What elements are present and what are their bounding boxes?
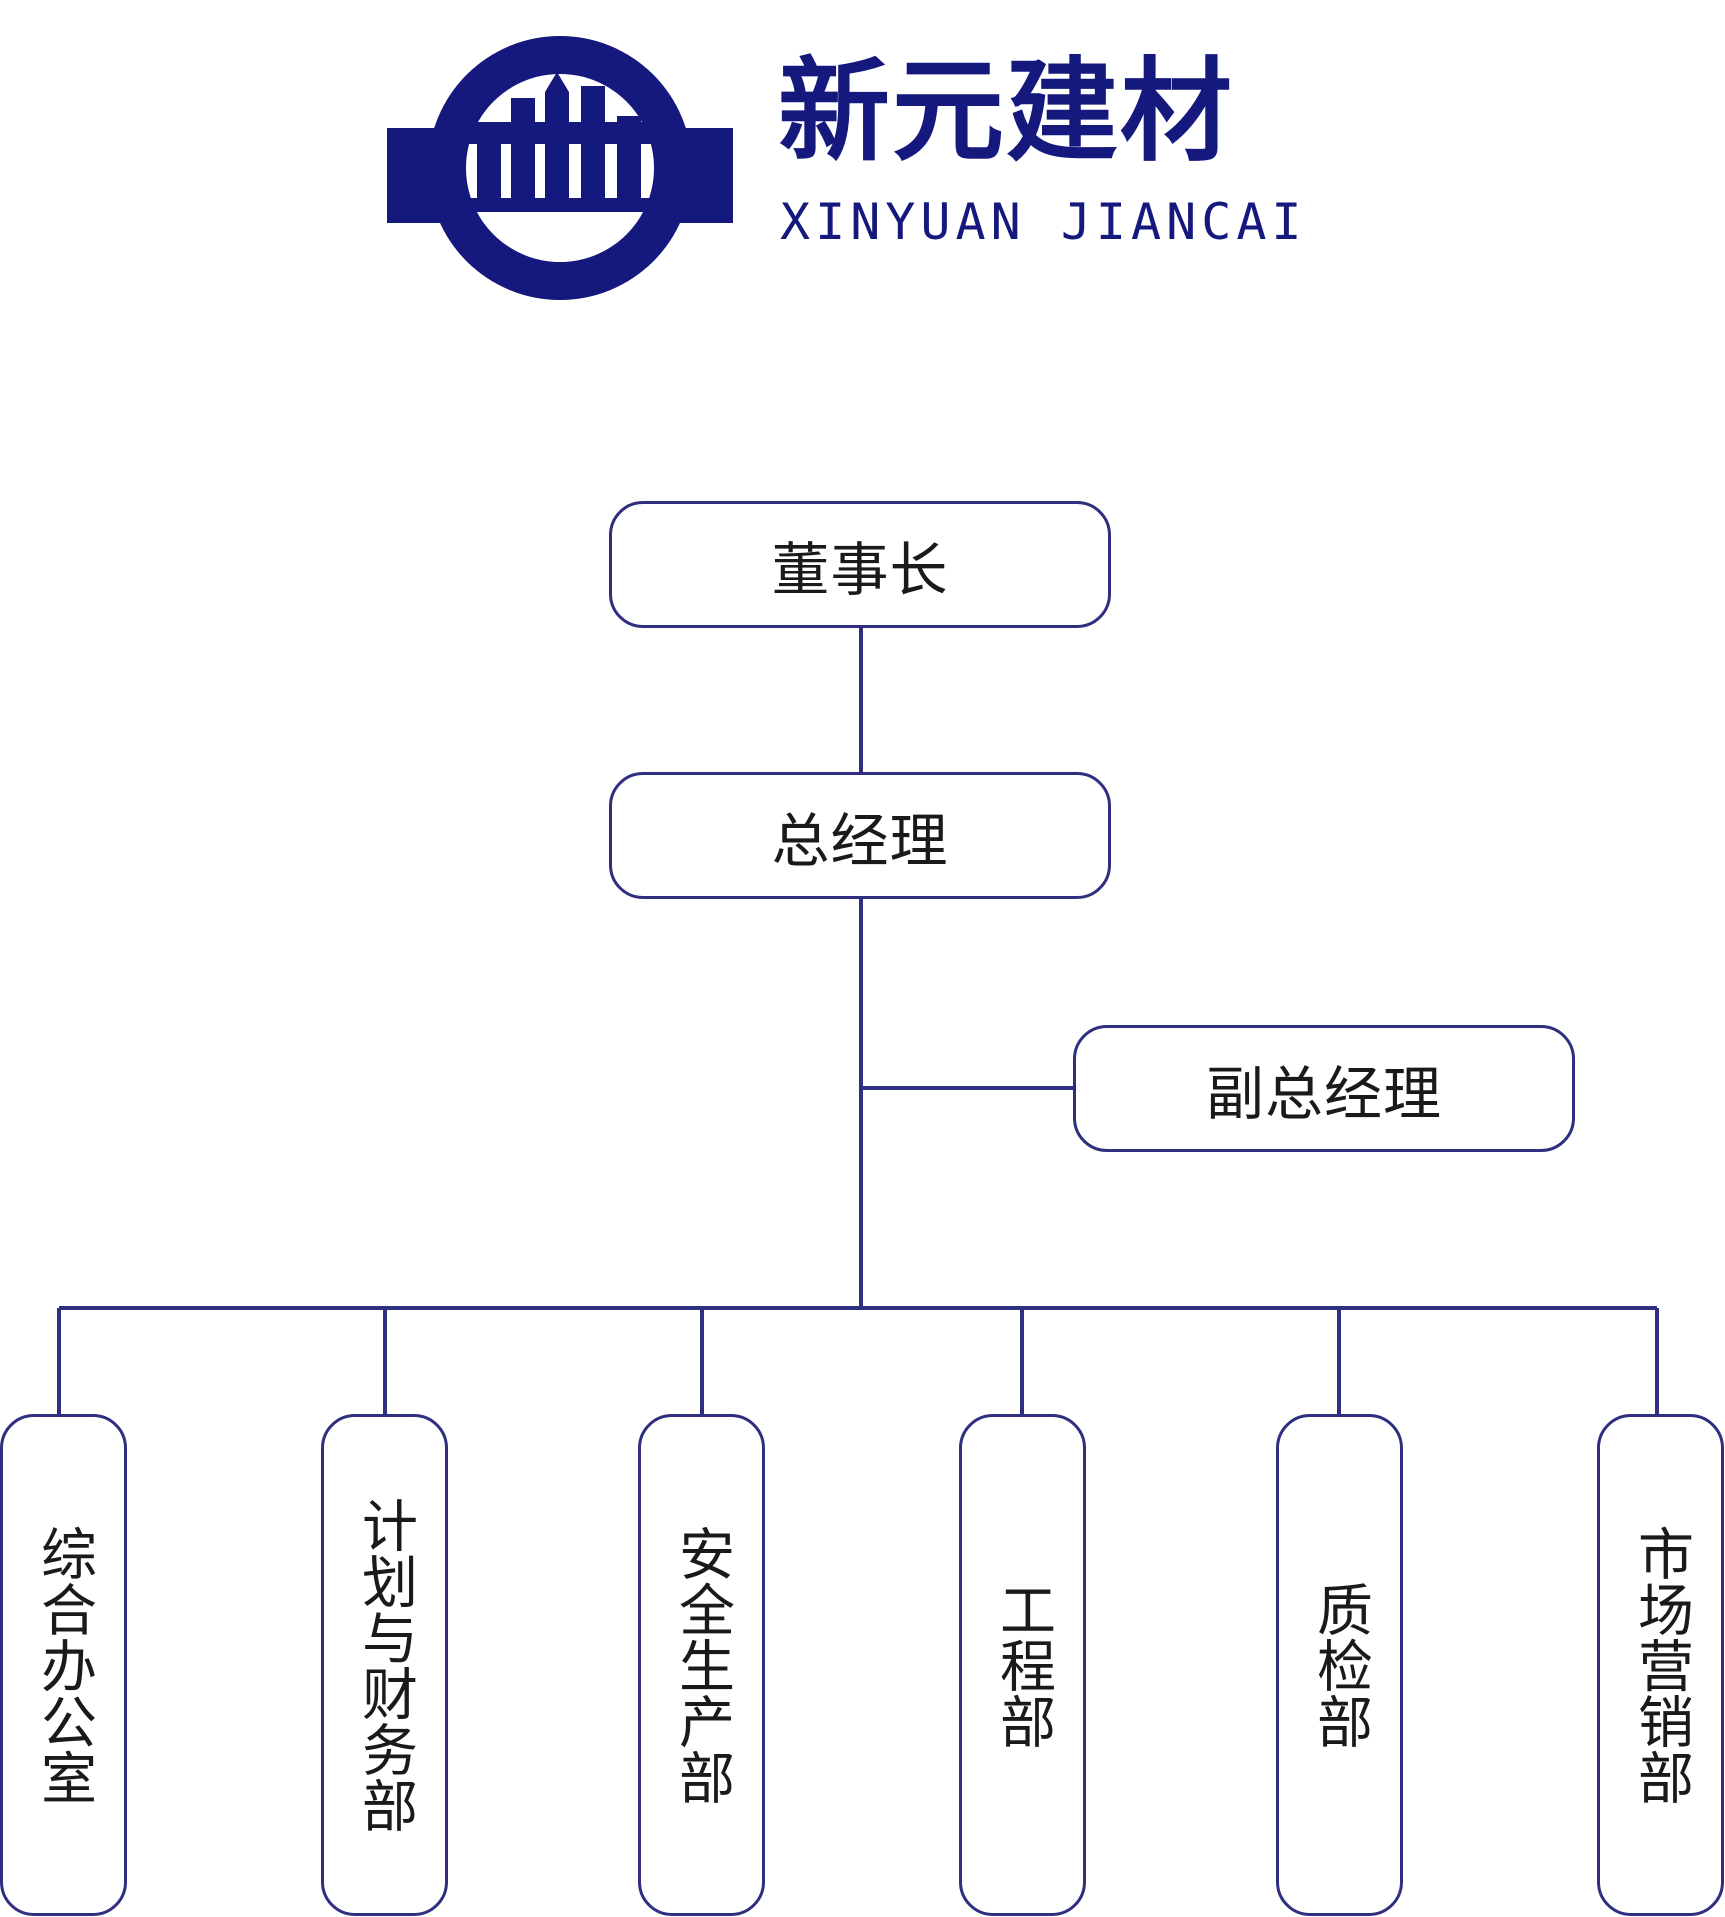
node-department-general-office: 综合办公室 [0, 1414, 127, 1916]
department-label: 安全生产部 [669, 1525, 735, 1805]
node-general-manager-label: 总经理 [771, 806, 949, 875]
node-department-marketing: 市场营销部 [1597, 1414, 1724, 1916]
node-department-quality-inspection: 质检部 [1276, 1414, 1403, 1916]
logo-building-4 [581, 86, 605, 208]
logo-building-3 [545, 72, 569, 208]
logo-building-1 [477, 122, 501, 208]
node-department-safety-production: 安全生产部 [638, 1414, 765, 1916]
node-deputy-general-manager: 副总经理 [1073, 1025, 1575, 1152]
logo-building-gap-2 [607, 144, 616, 198]
logo-building-gap-1 [502, 144, 510, 198]
department-label: 工程部 [990, 1581, 1056, 1749]
department-label: 计划与财务部 [352, 1497, 418, 1833]
node-general-manager: 总经理 [609, 772, 1111, 899]
node-department-planning-finance: 计划与财务部 [321, 1414, 448, 1916]
node-deputy-general-manager-label: 副总经理 [1205, 1059, 1442, 1128]
node-chairman-label: 董事长 [771, 535, 949, 604]
department-label: 质检部 [1307, 1581, 1373, 1749]
department-label: 市场营销部 [1628, 1525, 1694, 1805]
department-label: 综合办公室 [31, 1525, 97, 1805]
node-chairman: 董事长 [609, 501, 1111, 628]
company-logo-emblem [387, 36, 733, 300]
logo-building-2 [511, 98, 535, 208]
logo-chinese-name: 新元建材 [778, 47, 1234, 177]
node-department-engineering: 工程部 [959, 1414, 1086, 1916]
logo-building-5 [617, 116, 641, 208]
